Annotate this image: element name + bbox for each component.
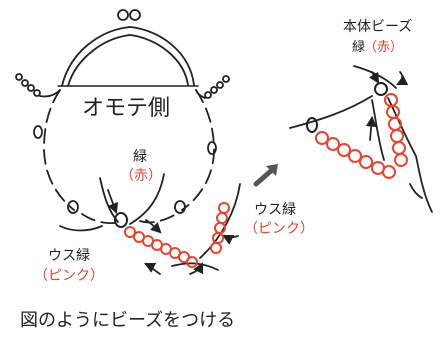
detail-view (289, 65, 433, 213)
body-rings (33, 125, 217, 214)
bead-string-detail-horizontal (315, 131, 396, 179)
pink-right-label: （ピンク） (244, 221, 314, 237)
body-beads-label: 本体ビーズ (343, 19, 413, 35)
bead-string-right (210, 202, 230, 254)
bead-string-center (124, 226, 198, 268)
caption: 図のようにビーズをつける (20, 310, 236, 331)
pink-label: （ピンク） (34, 268, 104, 284)
clasp-frame (57, 9, 199, 87)
green-small-label: 緑 (352, 40, 366, 55)
side-chain-right (195, 75, 230, 99)
purse-body-outline (43, 89, 215, 225)
us-green-right-label: ウス緑 (254, 202, 296, 218)
side-label: オモテ側 (82, 96, 171, 121)
red-small-label: （赤） (364, 40, 404, 55)
arrow-right-icon (253, 164, 278, 187)
side-chain-left (15, 73, 61, 98)
motion-arrows (144, 219, 239, 275)
red-label: （赤） (120, 168, 162, 184)
bead-string-detail-vertical (384, 93, 408, 167)
us-green-label: ウス緑 (48, 248, 90, 264)
green-label: 緑 (133, 149, 147, 165)
